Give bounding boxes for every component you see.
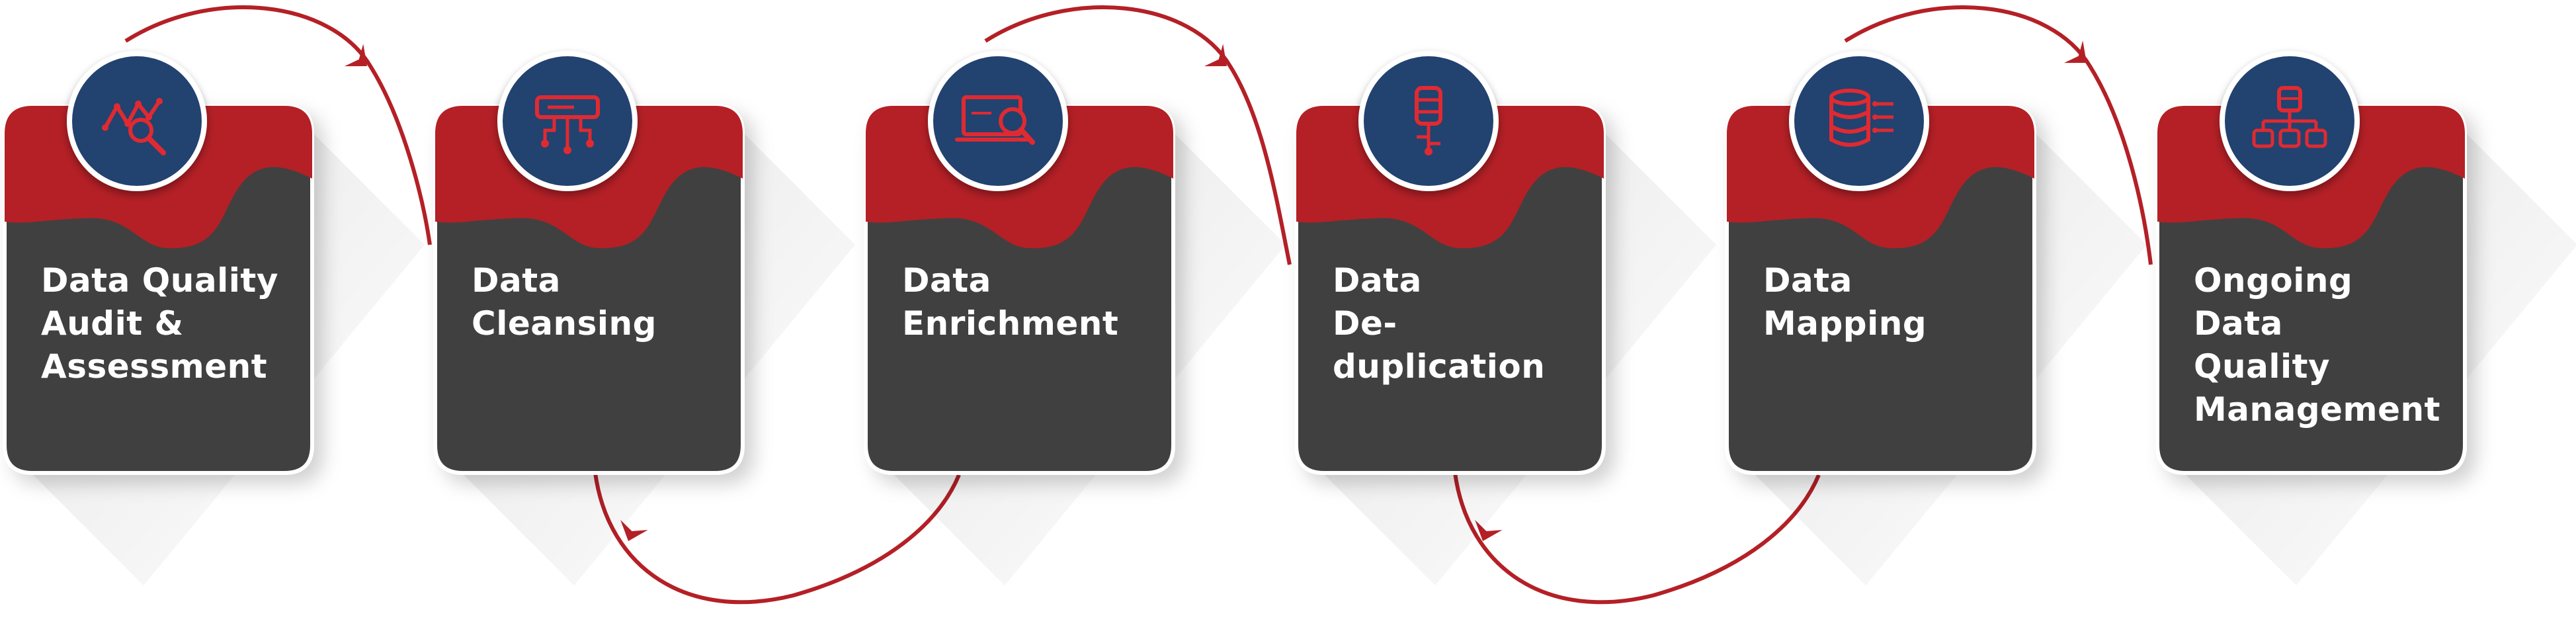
connector-arrowhead bbox=[1204, 44, 1227, 67]
step-label-line: De- bbox=[1333, 304, 1397, 343]
laptop-search-icon bbox=[928, 51, 1068, 191]
data-filter-icon bbox=[497, 51, 638, 191]
step-label-line: Data Quality bbox=[41, 261, 278, 300]
step-label-line: Assessment bbox=[41, 347, 268, 386]
connector-line bbox=[1453, 472, 1821, 605]
process-step-card bbox=[433, 51, 855, 585]
database-hierarchy-icon bbox=[2220, 51, 2360, 191]
step-label-line: duplication bbox=[1333, 347, 1546, 386]
step-label-line: Data bbox=[1763, 261, 1852, 300]
step-label-line: Data bbox=[1333, 261, 1422, 300]
connector-arrowhead bbox=[2063, 40, 2087, 64]
step-label-line: Management bbox=[2194, 390, 2441, 429]
database-list-icon bbox=[1789, 51, 1929, 191]
step-label-line: Mapping bbox=[1763, 304, 1927, 343]
process-step-card bbox=[1725, 51, 2147, 585]
step-label-line: Data bbox=[902, 261, 991, 300]
connector-arrowhead bbox=[620, 520, 648, 541]
step-label-line: Data bbox=[2194, 304, 2283, 343]
process-step-card bbox=[3, 51, 425, 585]
step-label-line: Ongoing bbox=[2194, 261, 2353, 300]
analytics-magnifier-icon bbox=[67, 51, 207, 191]
step-label-line: Enrichment bbox=[902, 304, 1119, 343]
process-step-card bbox=[1294, 51, 1716, 585]
connector-arrowhead bbox=[1475, 520, 1503, 541]
step-label-line: Audit & bbox=[41, 304, 184, 343]
connector-line bbox=[593, 472, 961, 605]
connector-layer bbox=[124, 5, 2153, 605]
step-label-line: Quality bbox=[2194, 347, 2331, 386]
step-label-line: Data bbox=[472, 261, 561, 300]
database-branch-icon bbox=[1358, 51, 1499, 191]
process-step-card bbox=[864, 51, 1286, 585]
cards-layer bbox=[3, 51, 2576, 585]
step-label-line: Cleansing bbox=[472, 304, 657, 343]
connector-arrowhead bbox=[344, 44, 367, 67]
process-step-card bbox=[2155, 51, 2576, 585]
